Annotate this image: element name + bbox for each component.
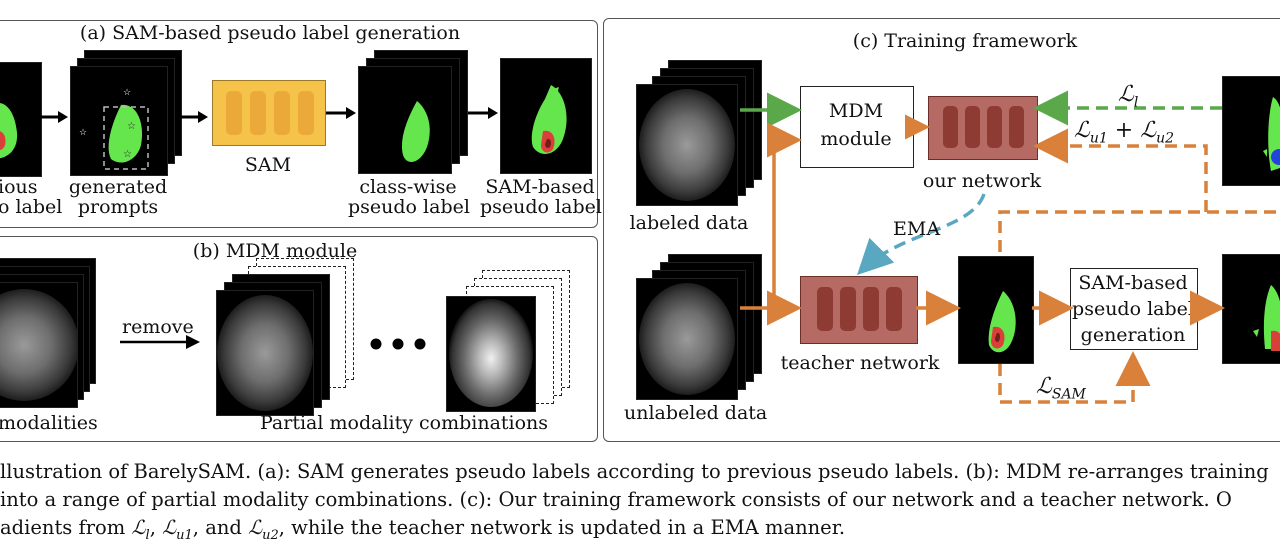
- caption-line-2: into a range of partial modality combina…: [0, 488, 1232, 511]
- caption-loss-l-symbol: ℒ: [131, 516, 146, 539]
- arrow-a1: [40, 111, 68, 123]
- caption-loss-l: ℒl: [131, 516, 149, 543]
- remove-label: remove: [122, 316, 194, 338]
- labeled-data-label: labeled data: [629, 212, 749, 234]
- caption-loss-u2-sub: u2: [262, 527, 279, 543]
- sam-block-2: [250, 91, 266, 135]
- classwise-pseudo-label-image: [358, 66, 452, 174]
- sam-based-pseudo-label-image: [500, 58, 592, 174]
- arrow-a2: [178, 111, 208, 123]
- loss-u-arrow: [1033, 128, 1208, 212]
- partial-combination-2-image: [446, 296, 536, 412]
- teacher-block-2: [840, 287, 856, 331]
- previous-label-2: o label: [0, 196, 63, 218]
- previous-pseudo-label-image: [0, 62, 42, 177]
- full-modalities-image: [0, 282, 78, 408]
- panel-c-arrows: [740, 90, 1280, 404]
- caption-line-3-c: , and: [192, 516, 249, 539]
- caption-line-3-b: ,: [149, 516, 163, 539]
- caption-loss-u2: ℒu2: [248, 516, 279, 543]
- loss-u2-symbol: + ℒ: [1107, 118, 1157, 143]
- caption-loss-u2-symbol: ℒ: [248, 516, 263, 539]
- loss-u2-subscript: u2: [1156, 130, 1174, 147]
- our-network-label: our network: [922, 170, 1042, 192]
- sambox-label-3: generation: [1080, 324, 1186, 346]
- sam-based-label-1: SAM-based: [485, 176, 595, 198]
- caption-line-3-a: adients from: [0, 516, 132, 539]
- partial-combinations-label: Partial modality combinations: [260, 412, 549, 434]
- svg-text:☆: ☆: [123, 149, 132, 160]
- ema-arrow: [857, 193, 986, 275]
- loss-l-symbol: ℒ: [1118, 82, 1134, 107]
- mdm-module-box: [800, 86, 914, 168]
- svg-text:☆: ☆: [127, 121, 136, 132]
- ellipsis-dots: [370, 338, 426, 350]
- panel-c-title: (c) Training framework: [852, 30, 1078, 52]
- mdm-label-1: MDM: [828, 100, 884, 122]
- caption-loss-u1: ℒu1: [162, 516, 193, 543]
- ema-label: EMA: [893, 218, 941, 240]
- caption-loss-u1-sub: u1: [176, 527, 193, 543]
- our-net-block-3: [987, 106, 1002, 148]
- caption-loss-u1-symbol: ℒ: [162, 516, 177, 539]
- panel-a-title: (a) SAM-based pseudo label generation: [79, 22, 461, 44]
- teacher-block-3: [863, 287, 879, 331]
- our-net-block-4: [1009, 106, 1024, 148]
- svg-text:☆: ☆: [79, 128, 87, 138]
- remove-arrow: [120, 335, 200, 349]
- loss-sam-symbol: ℒ: [1036, 374, 1052, 399]
- full-modalities-label: modalities: [0, 412, 98, 434]
- our-net-block-1: [943, 106, 958, 148]
- sam-model-box: [212, 80, 326, 146]
- caption-loss-l-sub: l: [145, 527, 150, 543]
- labeled-data-image: [636, 84, 738, 206]
- unlabeled-to-mdm-arrow: [767, 122, 802, 308]
- previous-label-1: ious: [0, 176, 38, 198]
- arrow-a4: [468, 107, 498, 119]
- ground-truth-label-image: [1222, 76, 1280, 186]
- figure-caption: llustration of BarelySAM. (a): SAM gener…: [0, 458, 1280, 550]
- teacher-block-1: [817, 287, 833, 331]
- loss-sam-arrow: [998, 351, 1151, 404]
- generated-prompts-label-2: prompts: [77, 196, 159, 218]
- sambox-label-1: SAM-based: [1078, 272, 1188, 294]
- arrow-a3: [326, 107, 356, 119]
- unlabeled-data-label: unlabeled data: [624, 402, 768, 424]
- classwise-label-2: pseudo label: [348, 196, 470, 218]
- loss-u1-subscript: u1: [1089, 130, 1108, 147]
- svg-text:☆: ☆: [123, 88, 131, 98]
- generated-prompts-label-1: generated: [68, 176, 168, 198]
- sam-based-label-2: pseudo label: [480, 196, 602, 218]
- sam-label: SAM: [244, 154, 292, 176]
- teacher-network-label: teacher network: [780, 352, 940, 374]
- loss-sam-label: ℒSAM: [1036, 374, 1086, 402]
- teacher-block-4: [886, 287, 902, 331]
- our-net-block-2: [965, 106, 980, 148]
- loss-u-loop: [998, 210, 1280, 252]
- unlabeled-data-image: [636, 278, 738, 400]
- sam-pseudo-label-generation-box: [1070, 268, 1198, 350]
- our-network-box: [928, 96, 1038, 160]
- teacher-network-box: [800, 276, 918, 344]
- loss-sam-subscript: SAM: [1051, 386, 1086, 403]
- mdm-label-2: module: [820, 128, 892, 150]
- loss-u-label: ℒu1 + ℒu2: [1074, 118, 1174, 146]
- sam-block-1: [226, 91, 242, 135]
- sam-block-4: [298, 91, 314, 135]
- teacher-output-image: [958, 256, 1034, 364]
- sambox-label-2: pseudo label: [1072, 298, 1194, 320]
- classwise-label-1: class-wise: [359, 176, 457, 198]
- caption-line-1: llustration of BarelySAM. (a): SAM gener…: [0, 460, 1269, 483]
- partial-combination-1-image: [216, 290, 314, 416]
- loss-u1-symbol: ℒ: [1074, 118, 1090, 143]
- panel-b-title: (b) MDM module: [192, 240, 358, 262]
- loss-l-subscript: l: [1133, 94, 1139, 111]
- loss-l-label: ℒl: [1118, 82, 1138, 110]
- sam-block-3: [274, 91, 290, 135]
- caption-line-3-d: , while the teacher network is updated i…: [278, 516, 846, 539]
- caption-line-3: adients from ℒl, ℒu1, and ℒu2, while the…: [0, 514, 1280, 550]
- generated-prompts-image: ☆ ☆ ☆ ☆: [70, 66, 168, 176]
